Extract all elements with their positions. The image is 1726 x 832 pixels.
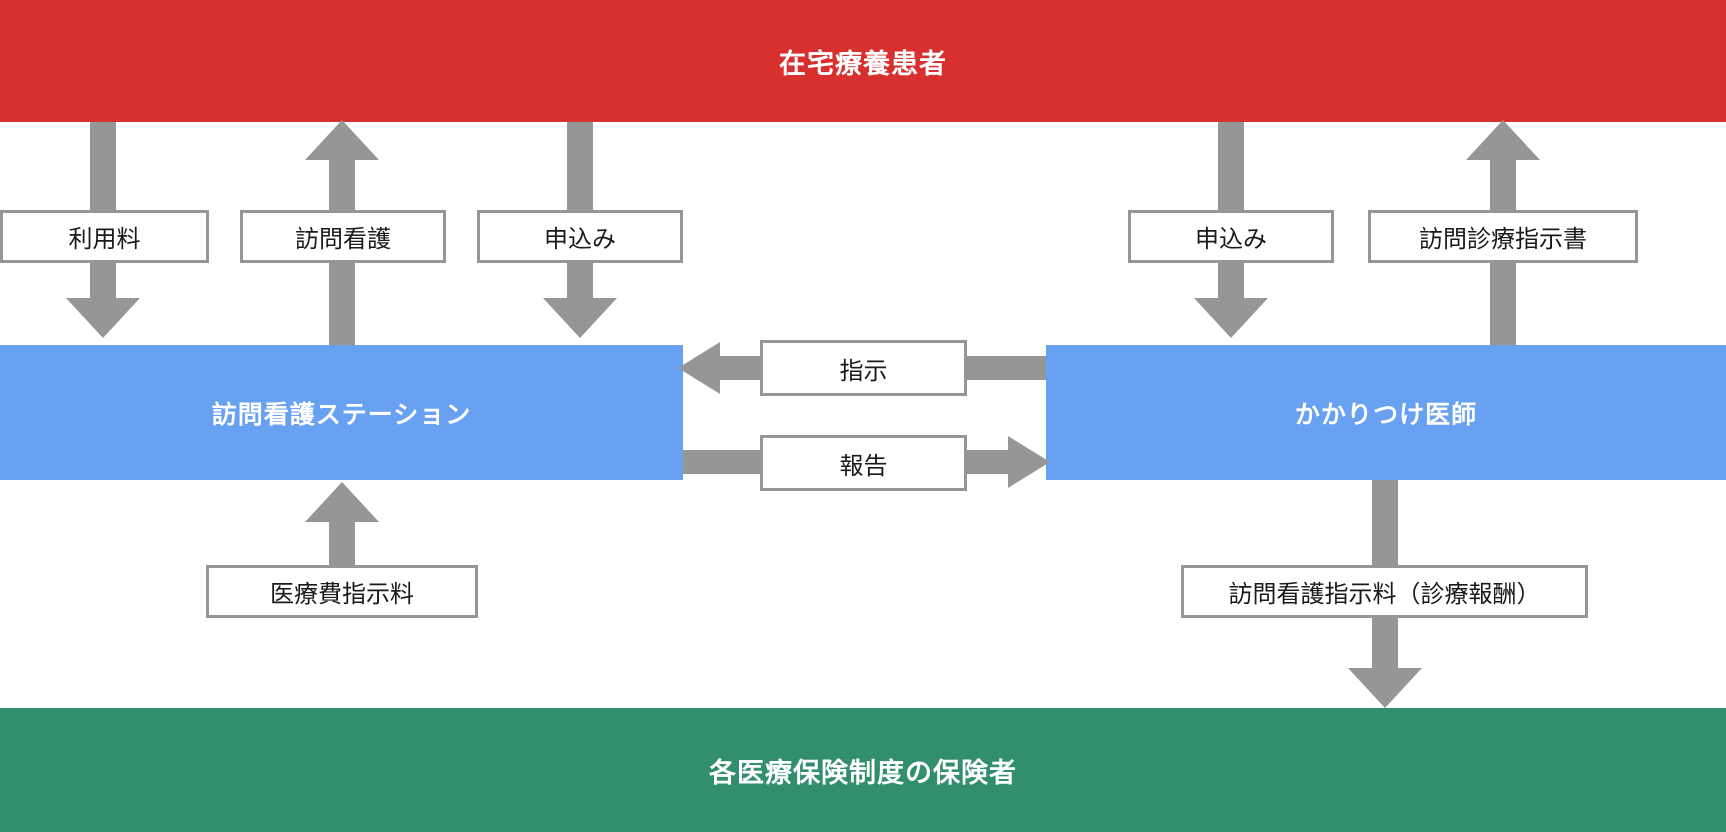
label-application-right: 申込み — [1128, 210, 1334, 263]
label-report-text: 報告 — [839, 452, 888, 480]
label-medical-fee-order: 医療費指示料 — [206, 565, 478, 618]
insurer-band-label: 各医療保険制度の保険者 — [709, 757, 1017, 788]
label-nursing-order-fee-text: 訪問看護指示料（診療報酬） — [1228, 581, 1541, 608]
node-visiting-nursing-station: 訪問看護ステーション — [0, 345, 683, 480]
patient-band-label: 在宅療養患者 — [779, 48, 947, 79]
label-report: 報告 — [760, 435, 967, 491]
label-nursing-order-fee: 訪問看護指示料（診療報酬） — [1181, 565, 1588, 618]
label-home-nursing-text: 訪問看護 — [295, 226, 391, 253]
label-application-left-text: 申込み — [544, 226, 616, 253]
label-instruction-text: 指示 — [839, 357, 888, 385]
node-family-doctor: かかりつけ医師 — [1046, 345, 1726, 480]
label-application-right-text: 申込み — [1195, 226, 1267, 253]
label-home-nursing: 訪問看護 — [240, 210, 446, 263]
label-application-left: 申込み — [477, 210, 683, 263]
label-usage-fee-text: 利用料 — [68, 226, 141, 253]
label-usage-fee: 利用料 — [0, 210, 209, 263]
insurer-band: 各医療保険制度の保険者 — [0, 708, 1726, 832]
label-instruction: 指示 — [760, 340, 967, 396]
node-visiting-nursing-station-label: 訪問看護ステーション — [211, 400, 472, 429]
label-medical-fee-order-text: 医療費指示料 — [270, 581, 414, 608]
label-visit-care-order-text: 訪問診療指示書 — [1419, 226, 1587, 253]
label-visit-care-order: 訪問診療指示書 — [1368, 210, 1638, 263]
patient-band: 在宅療養患者 — [0, 0, 1726, 122]
node-family-doctor-label: かかりつけ医師 — [1294, 400, 1478, 429]
